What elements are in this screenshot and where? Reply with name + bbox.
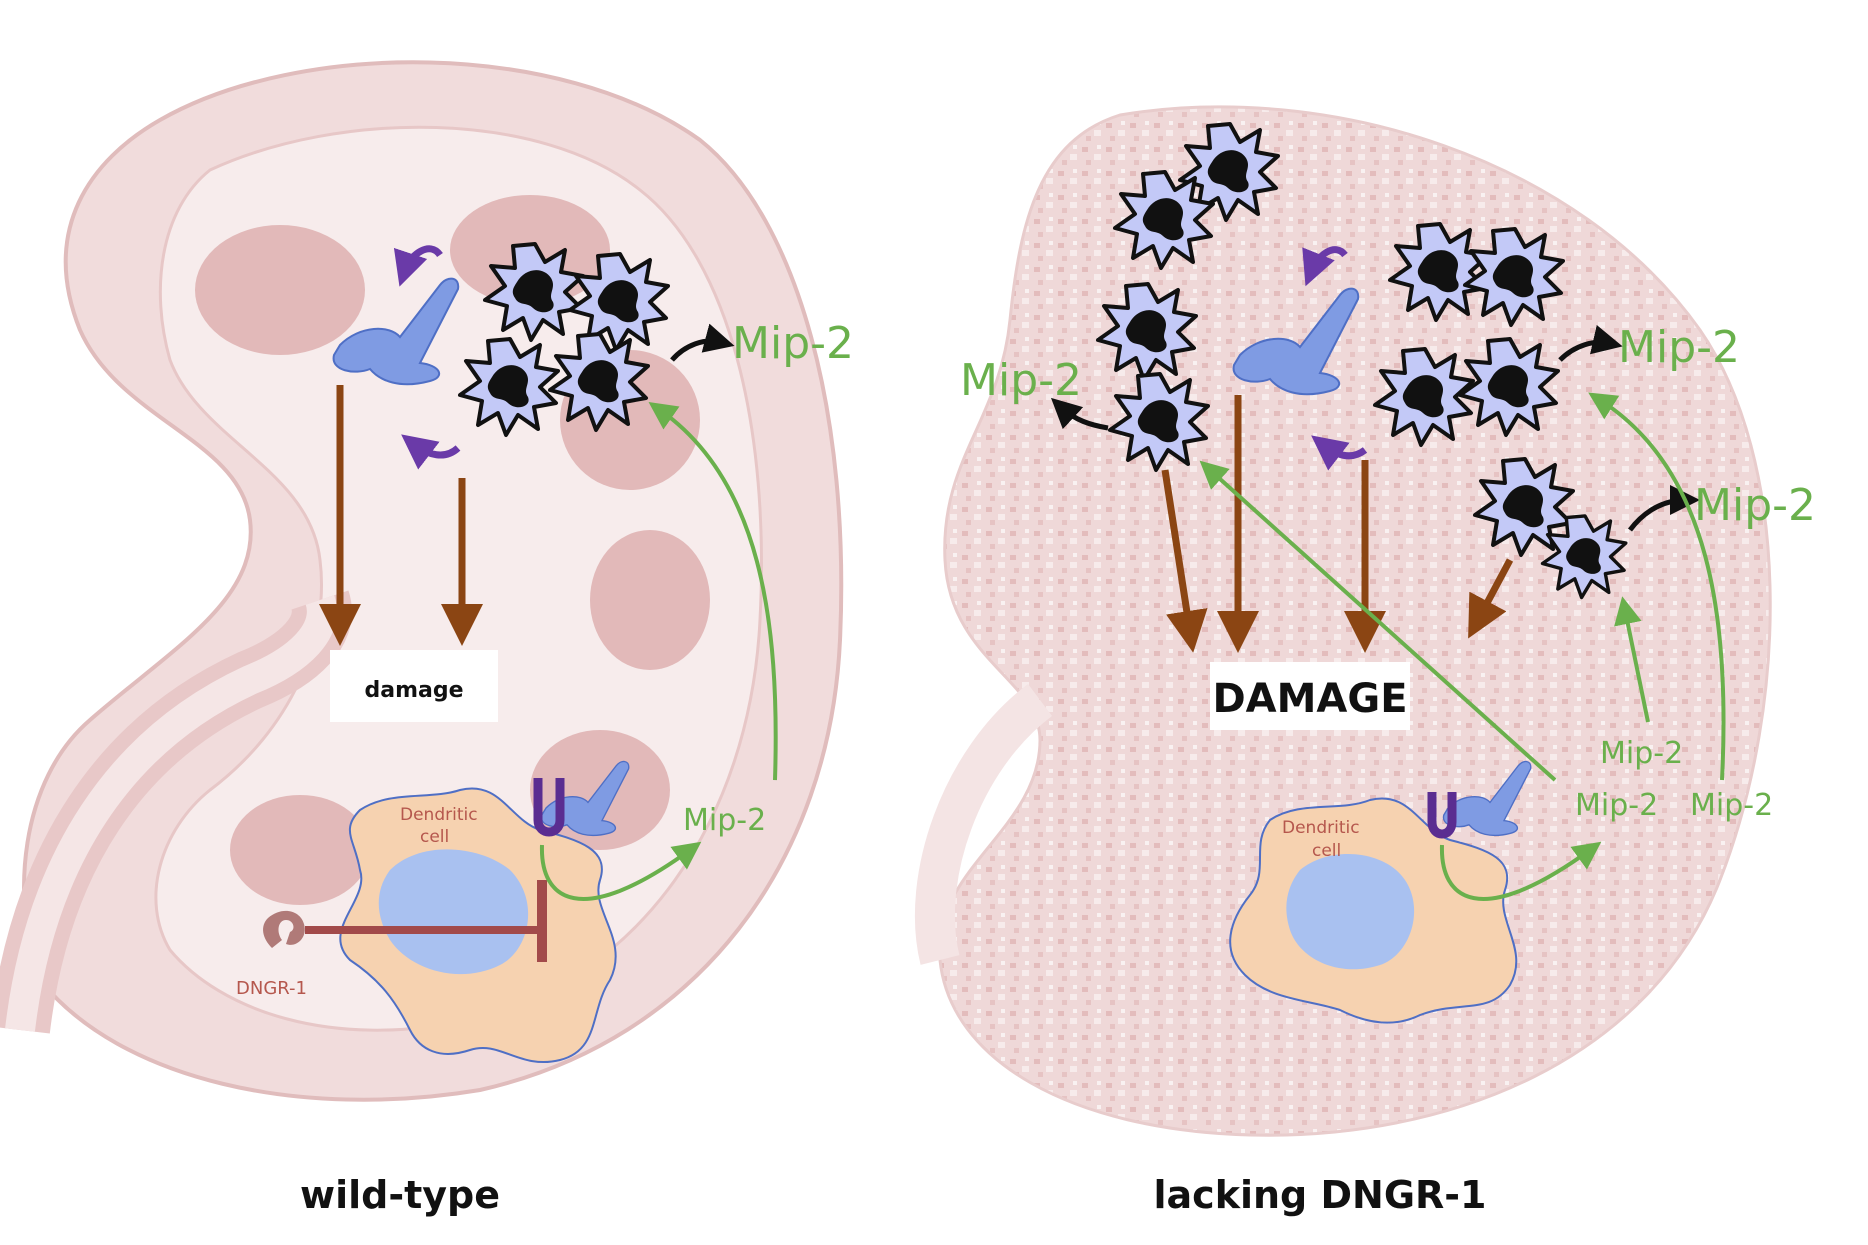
release-arrow	[670, 323, 735, 362]
dngr1-receptor-icon	[263, 910, 305, 948]
damage-label: DAMAGE	[1212, 676, 1407, 722]
purple-arrow	[1302, 246, 1348, 287]
purple-arrow	[401, 434, 461, 470]
secretion-arrow	[1439, 841, 1602, 901]
damage-box	[1210, 662, 1410, 730]
dc-label-line1: Dendritic	[400, 805, 478, 825]
mip2-stack-left-label: Mip-2	[1575, 788, 1658, 823]
left-panel: damage Mip-2 Dendritic cell	[0, 60, 854, 1217]
release-arrow	[1628, 485, 1700, 532]
mip2-top-label: Mip-2	[1618, 322, 1740, 373]
damage-arrow	[1468, 558, 1514, 639]
mip2-stack-top-label: Mip-2	[1600, 736, 1683, 771]
mip2-left-label: Mip-2	[960, 355, 1082, 406]
purple-arrow	[393, 245, 443, 287]
purple-arrow	[1311, 435, 1368, 471]
damage-arrow	[1161, 469, 1208, 653]
dc-label-line1: Dendritic	[1282, 818, 1360, 838]
recruit-arrow	[1614, 596, 1650, 723]
secretion-arrow	[539, 841, 702, 901]
release-arrow	[1050, 397, 1109, 431]
release-arrow	[1558, 325, 1623, 362]
dendritic-cell: Dendritic cell	[1229, 797, 1518, 1024]
caption-wild-type: wild-type	[300, 1173, 500, 1217]
dc-label-line2: cell	[420, 827, 449, 847]
recruit-arrow	[648, 401, 778, 781]
receptor-purple-icon	[533, 778, 565, 837]
dc-label-line2: cell	[1312, 841, 1341, 861]
receptor-purple-icon	[1427, 792, 1457, 839]
recruit-arrow	[1588, 392, 1726, 781]
right-panel: DAMAGE Mip-2	[914, 105, 1816, 1217]
mip2-dc-label: Mip-2	[683, 803, 766, 838]
caption-lacking-dngr1: lacking DNGR-1	[1154, 1173, 1487, 1217]
recruit-arrow	[1199, 460, 1557, 782]
dendritic-cell: Dendritic cell	[339, 787, 617, 1063]
damage-box	[330, 650, 498, 722]
mip2-top-label: Mip-2	[732, 318, 854, 369]
dngr1-label: DNGR-1	[236, 978, 307, 999]
damage-label: damage	[364, 678, 463, 703]
mip2-right-label: Mip-2	[1694, 480, 1816, 531]
mip2-stack-right-label: Mip-2	[1690, 788, 1773, 823]
